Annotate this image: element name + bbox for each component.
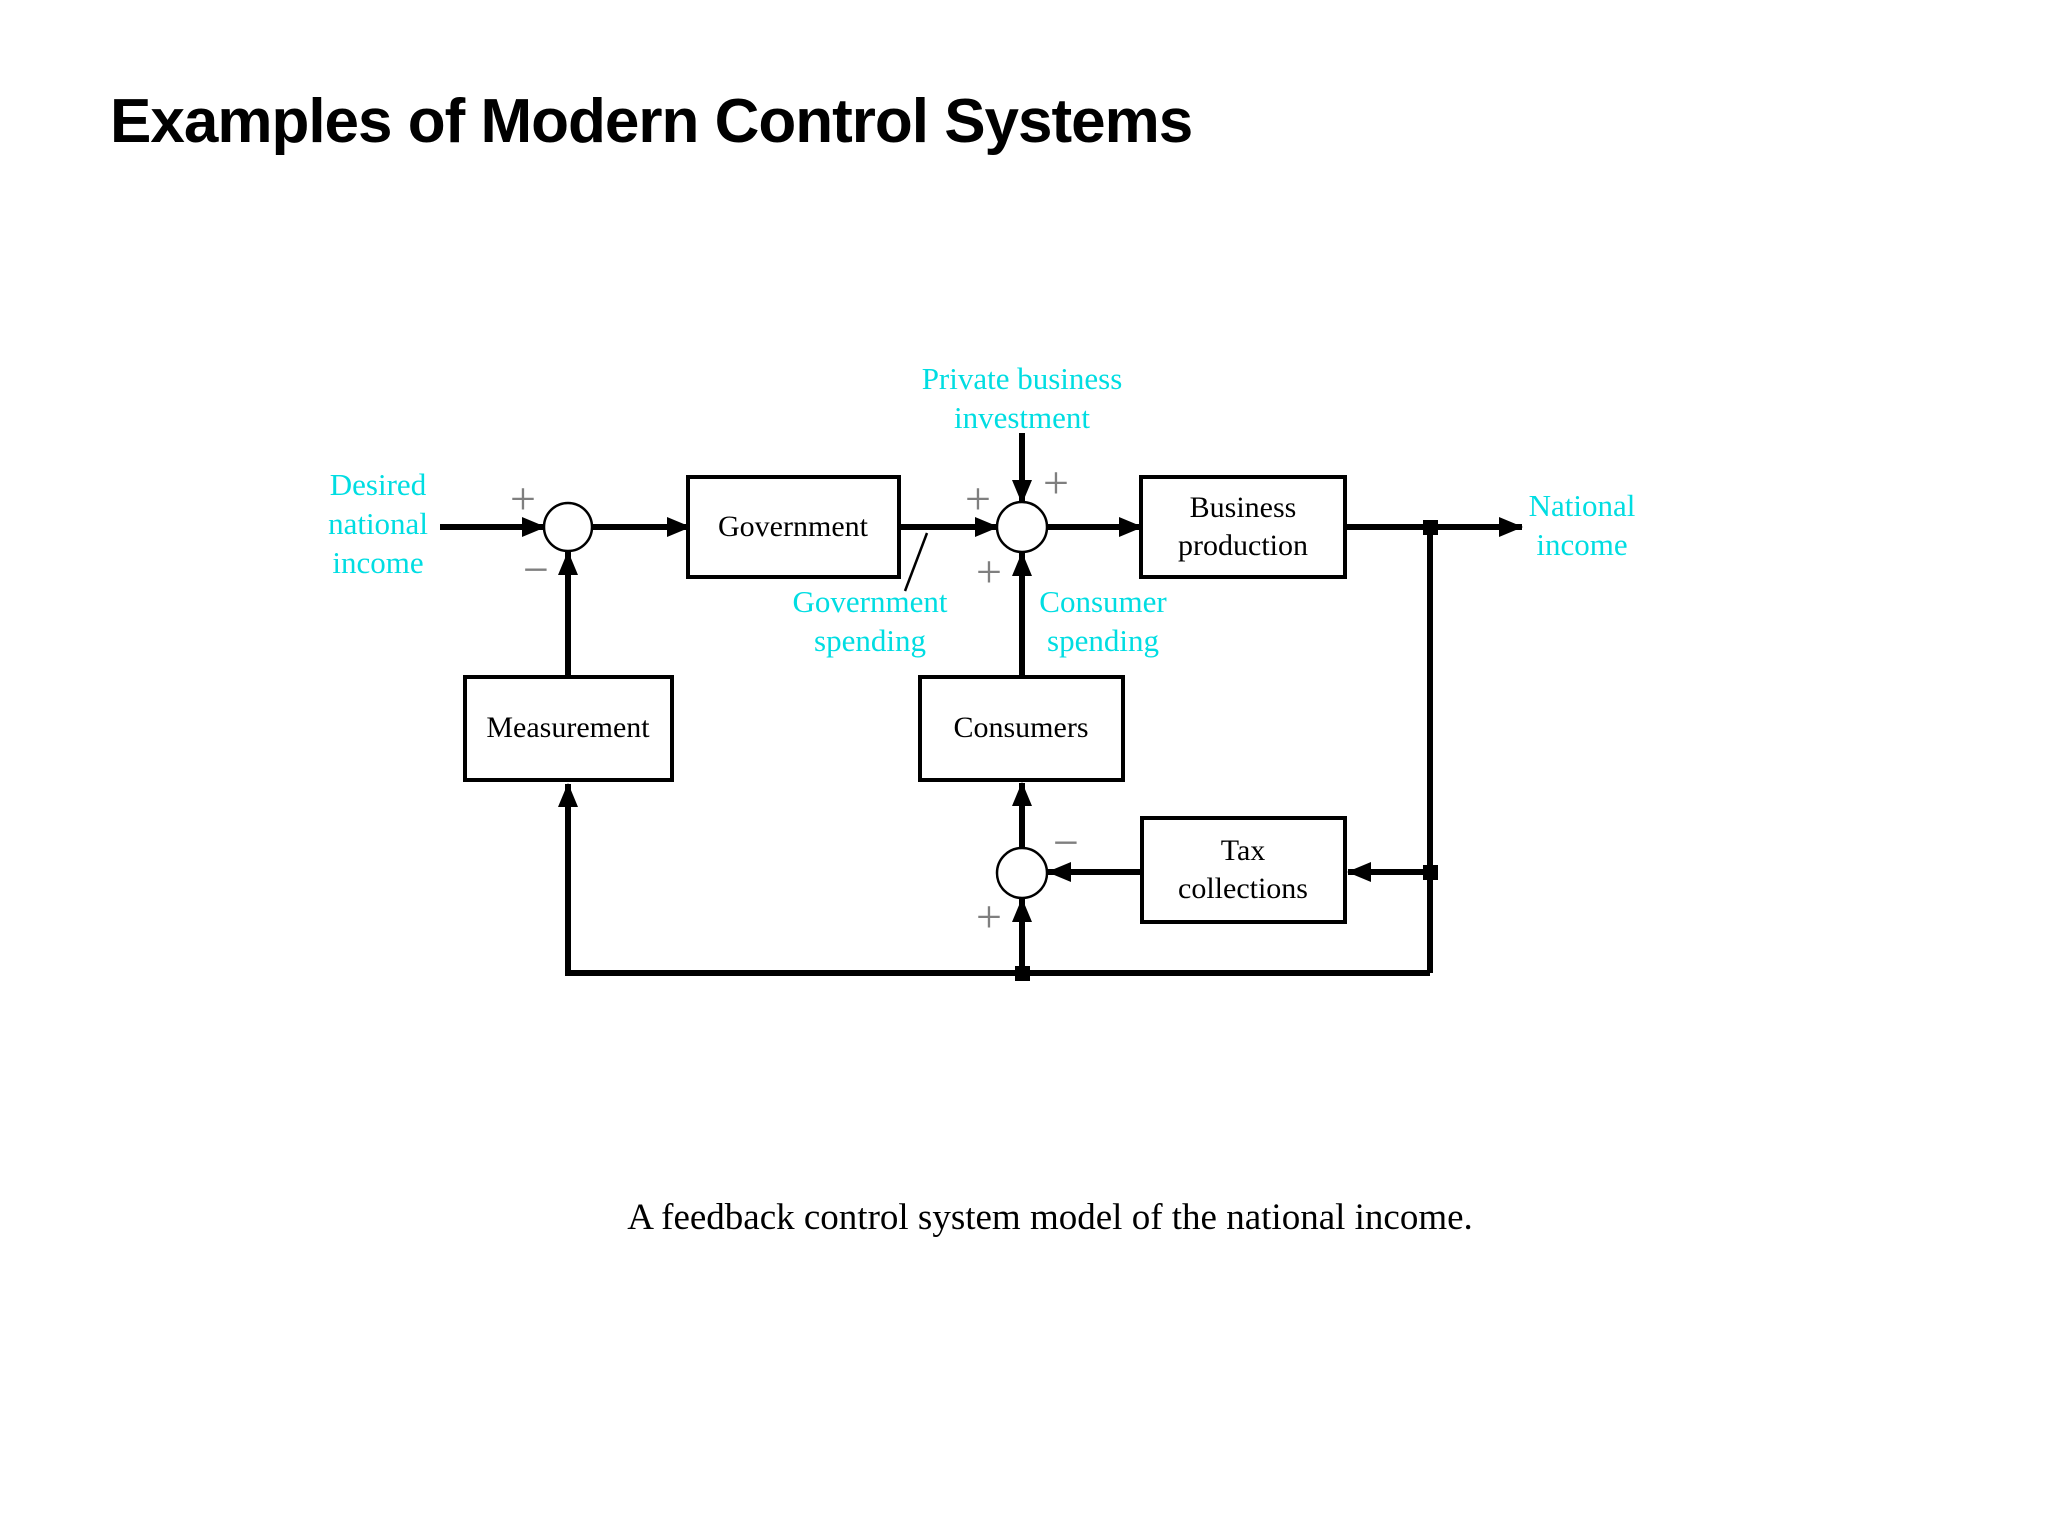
block-consumers xyxy=(918,675,1125,782)
label-private-business-investment: Private business investment xyxy=(921,361,1123,435)
block-label-measurement: Measurement xyxy=(486,711,650,744)
label-government-spending: Government spending xyxy=(792,584,948,658)
block-business-production xyxy=(1139,475,1347,579)
label-desired-national-income: Desired national income xyxy=(328,467,428,580)
block-tax-collections xyxy=(1140,816,1347,924)
sign-j1-plus: + xyxy=(510,473,536,524)
sign-j3-minus: − xyxy=(1053,817,1079,868)
summing-junction-2 xyxy=(995,500,1049,554)
block-measurement xyxy=(463,675,674,782)
sign-j2-plus-left: + xyxy=(965,473,991,524)
block-label-government: Government xyxy=(718,510,868,543)
summing-junction-1 xyxy=(542,501,594,553)
sign-j1-minus: − xyxy=(523,544,549,595)
callout-government-spending xyxy=(903,532,929,592)
slide-title: Examples of Modern Control Systems xyxy=(110,87,1193,156)
label-national-income: National income xyxy=(1528,488,1636,562)
label-consumer-spending: Consumer spending xyxy=(1039,584,1167,658)
block-government xyxy=(686,475,901,579)
block-label-business-production: Business production xyxy=(1178,491,1308,562)
branch-dot-bottom-line xyxy=(1015,966,1030,981)
figure-caption: A feedback control system model of the n… xyxy=(627,1197,1473,1238)
sign-j3-plus: + xyxy=(976,891,1002,942)
summing-junction-3 xyxy=(995,846,1049,900)
block-label-tax-collections: Tax collections xyxy=(1178,834,1308,905)
branch-dot-national-income xyxy=(1423,520,1438,535)
sign-j2-plus-bottom: + xyxy=(976,546,1002,597)
block-label-consumers: Consumers xyxy=(953,711,1089,744)
wire-bottom-feedback-to-measurement xyxy=(558,783,1430,976)
branch-dot-tax-line xyxy=(1423,865,1438,880)
sign-j2-plus-top-right: + xyxy=(1043,457,1069,508)
